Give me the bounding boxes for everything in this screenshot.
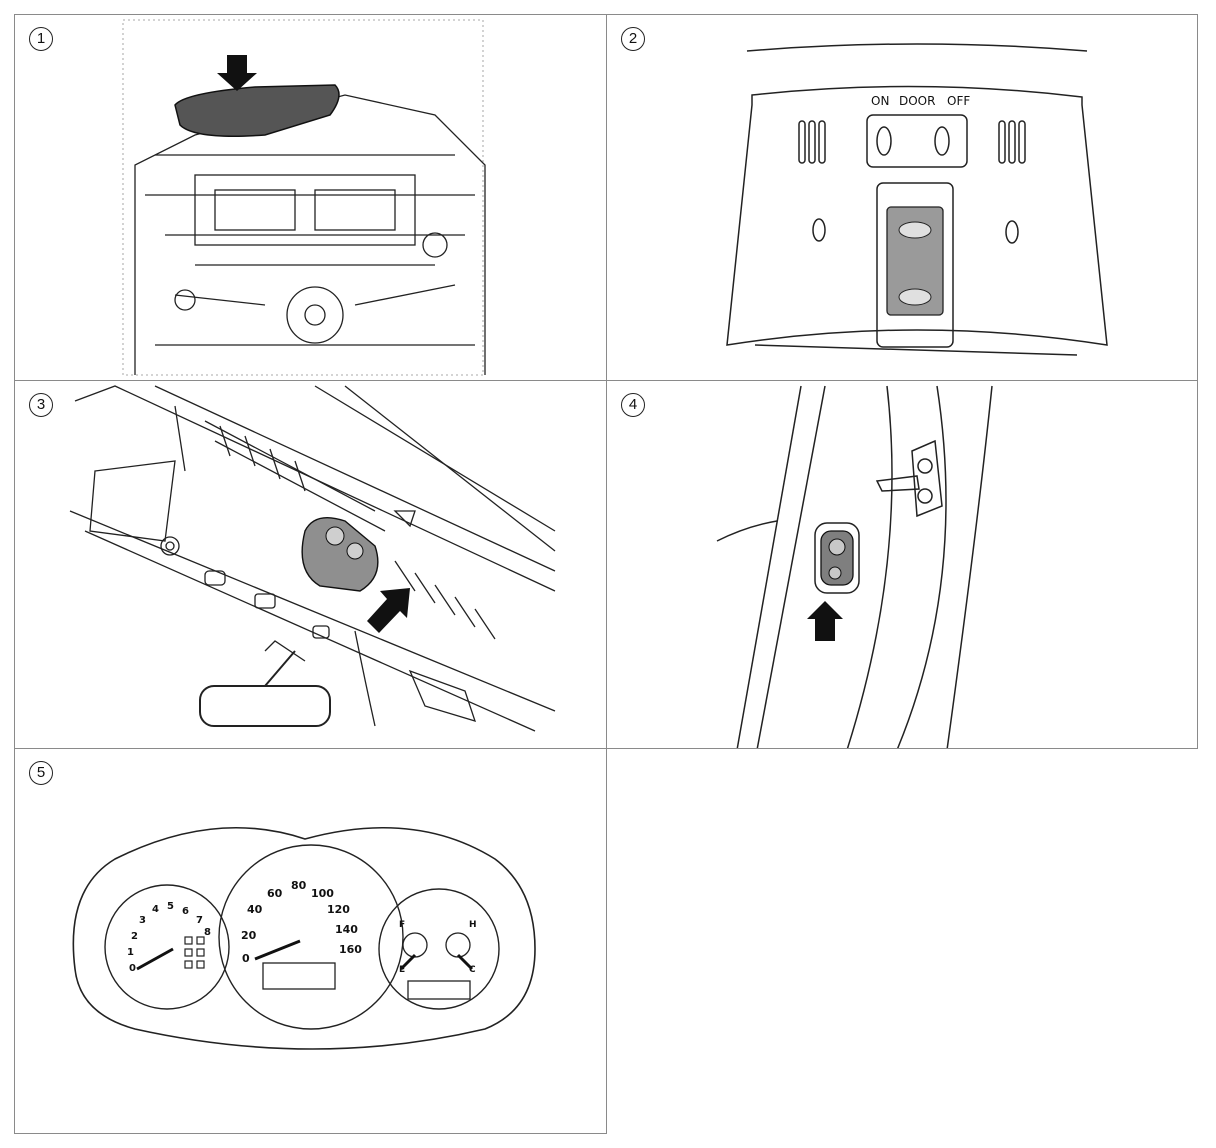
panel-number-1: 1 <box>29 27 53 51</box>
fuel-needle <box>399 953 417 971</box>
panel-2: 2 ON DOOR OFF <box>606 14 1198 381</box>
speedo-tick: 80 <box>291 879 307 892</box>
switch-label-off: OFF <box>947 94 970 108</box>
switch-label-on: ON <box>871 94 889 108</box>
tacho-tick: 8 <box>204 927 211 938</box>
up-arrow-icon <box>807 601 843 641</box>
instrument-cluster-icon: 0 1 2 3 4 5 6 7 8 0 20 40 60 80 100 120 … <box>72 827 536 1050</box>
tacho-tick: 5 <box>167 901 174 912</box>
tacho-tick: 2 <box>131 931 138 942</box>
speedo-ticks: 0 20 40 60 80 100 120 140 160 <box>241 879 362 965</box>
panel-5: 5 0 1 2 3 4 5 6 7 8 0 20 40 60 80 <box>14 748 607 1134</box>
speedo-tick: 140 <box>335 923 358 936</box>
speedo-tick: 100 <box>311 887 334 900</box>
tacho-tick: 0 <box>129 963 136 974</box>
temp-label-cold: C <box>469 965 476 975</box>
temp-label-hot: H <box>469 920 477 930</box>
tacho-tick: 7 <box>196 915 203 926</box>
tacho-tick: 3 <box>139 915 146 926</box>
tacho-tick: 6 <box>182 906 189 917</box>
panel-number-4: 4 <box>621 393 645 417</box>
speedo-tick: 0 <box>242 952 250 965</box>
fuel-temp-dial <box>378 888 500 1010</box>
tacho-tick: 4 <box>152 904 159 915</box>
speedo-tick: 40 <box>247 903 263 916</box>
speedo-tick: 20 <box>241 929 257 942</box>
fusebox-cover <box>174 84 340 137</box>
speedo-tick: 120 <box>327 903 350 916</box>
odometer-display <box>262 962 336 990</box>
panel-3: 3 <box>14 380 607 749</box>
panel-number-3: 3 <box>29 393 53 417</box>
map-lamp-switch-icon: ON DOOR OFF <box>726 43 1108 356</box>
engine-bay-fusebox-icon <box>122 19 486 376</box>
door-switch-icon <box>716 385 993 748</box>
panel-number-2: 2 <box>621 27 645 51</box>
connector-body <box>301 517 379 592</box>
speedo-tick: 60 <box>267 887 283 900</box>
speedo-needle <box>254 939 301 961</box>
up-arrow-icon <box>367 588 410 633</box>
speedo-tick: 160 <box>339 943 362 956</box>
fuel-label-empty: E <box>399 965 405 975</box>
tacho-ticks: 0 1 2 3 4 5 6 7 8 <box>127 901 211 974</box>
fuel-label-full: F <box>399 920 405 930</box>
down-arrow-icon <box>217 55 257 91</box>
cluster-outline <box>72 827 536 1050</box>
tacho-tick: 1 <box>127 947 134 958</box>
overhead-harness-connector-icon <box>69 385 556 732</box>
speedometer-dial <box>218 844 404 1030</box>
panel-4: 4 <box>606 380 1198 749</box>
panel-number-5: 5 <box>29 761 53 785</box>
temp-needle <box>456 953 474 971</box>
rearview-mirror <box>199 685 331 727</box>
trip-display <box>407 980 471 1000</box>
tacho-needle <box>136 947 174 971</box>
panel-1: 1 <box>14 14 607 381</box>
tachometer-dial <box>104 884 230 1010</box>
switch-label-door: DOOR <box>899 94 935 108</box>
